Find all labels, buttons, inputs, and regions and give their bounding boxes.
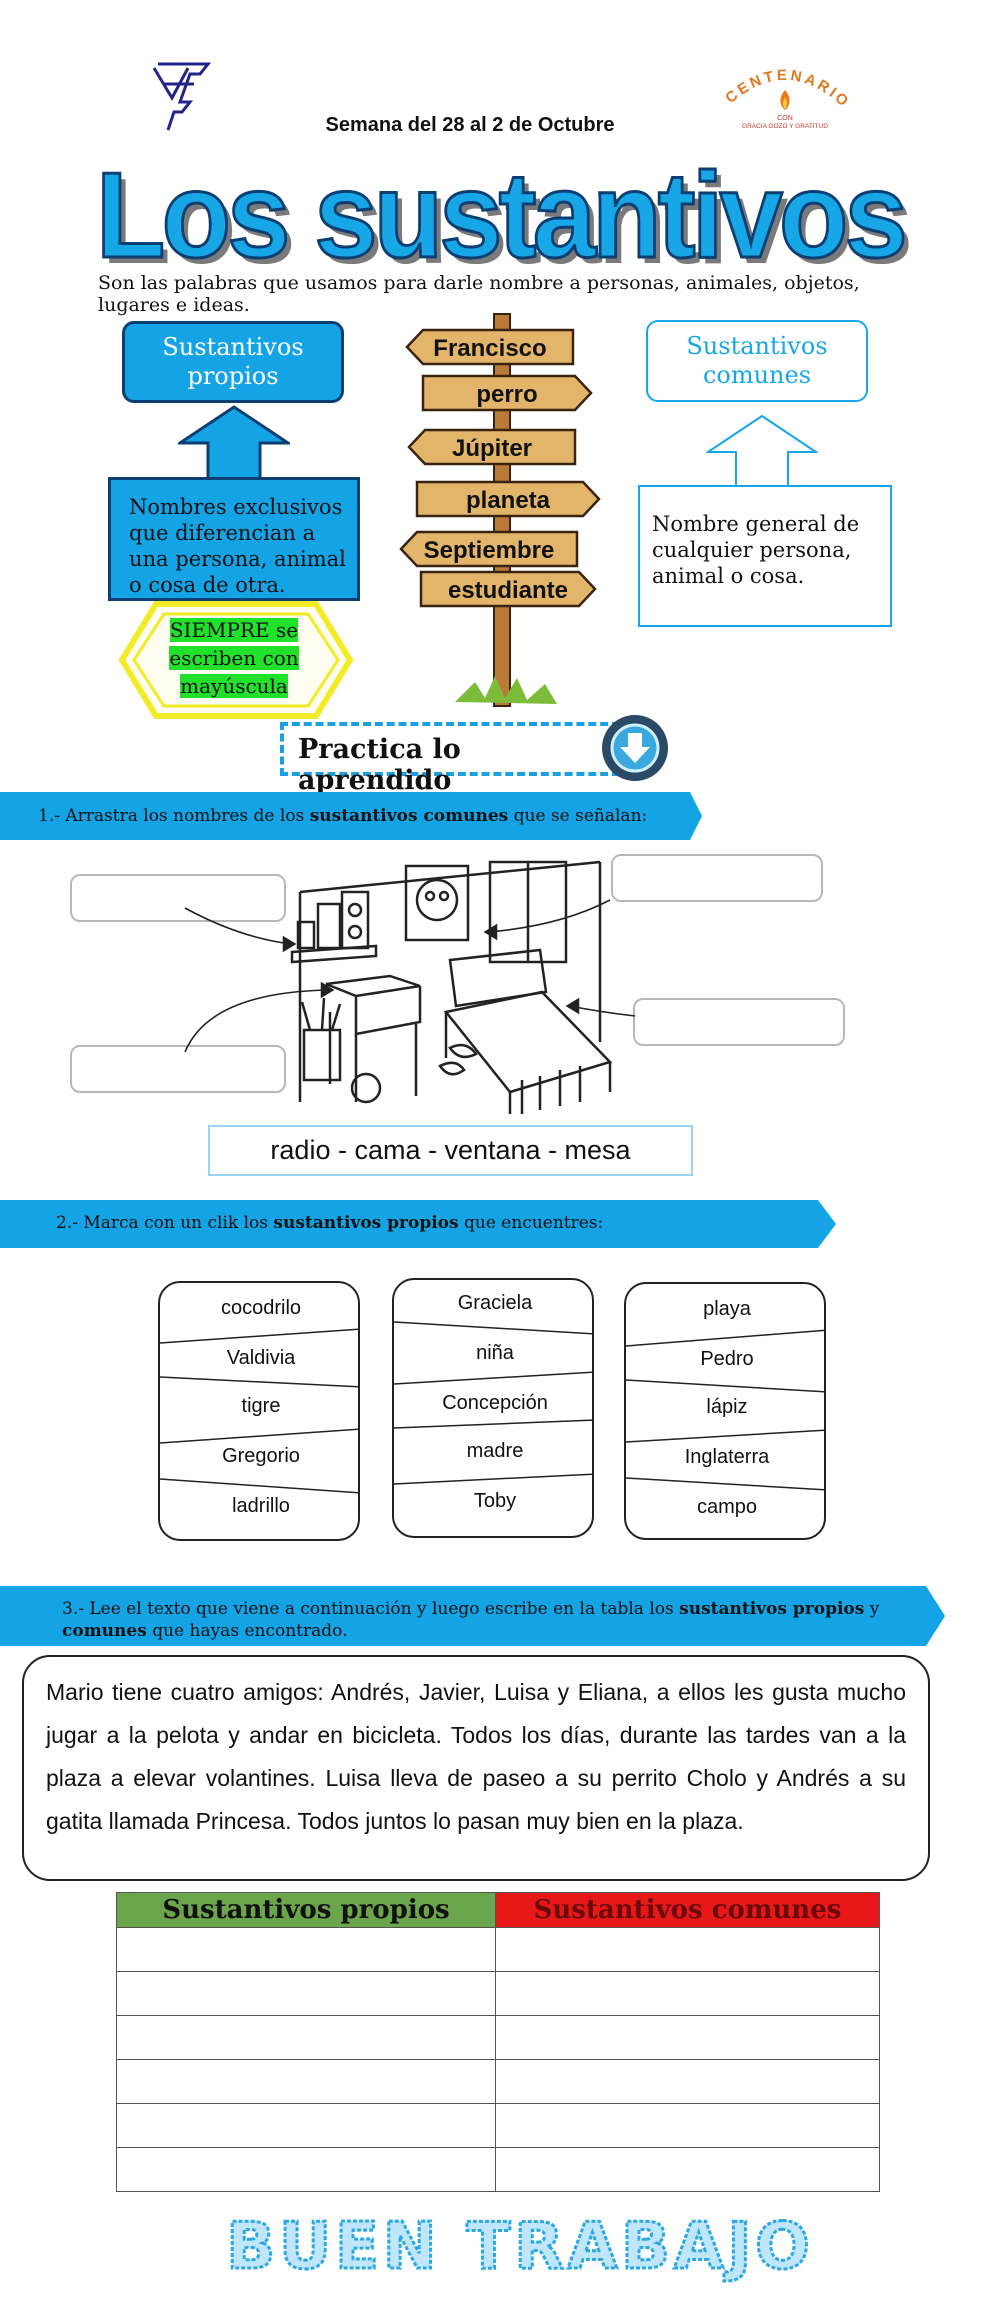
word-item[interactable]: tigre: [241, 1395, 281, 1417]
drop-box-bed[interactable]: [633, 998, 845, 1046]
word-item[interactable]: madre: [466, 1440, 524, 1462]
signpost-word: estudiante: [448, 577, 568, 604]
word-item[interactable]: Valdivia: [226, 1347, 296, 1369]
common-nouns-header: Sustantivos comunes: [495, 1892, 880, 1928]
word-bank: radio - cama - ventana - mesa: [208, 1125, 693, 1176]
up-arrow-icon: [178, 405, 290, 481]
signpost-board: [407, 428, 577, 466]
word-item[interactable]: Pedro: [700, 1348, 754, 1370]
word-item[interactable]: Inglaterra: [684, 1446, 770, 1468]
definition-text: Son las palabras que usamos para darle n…: [98, 272, 860, 316]
proper-noun-cell[interactable]: [116, 2103, 496, 2148]
word-column-1: cocodrilo Valdivia tigre Gregorio ladril…: [158, 1281, 360, 1541]
common-nouns-box: Sustantivos comunes: [646, 320, 868, 402]
table-row: [116, 2103, 880, 2148]
up-arrow-outline-icon: [706, 414, 818, 489]
word-item[interactable]: cocodrilo: [220, 1297, 302, 1319]
word-item[interactable]: Concepción: [442, 1392, 548, 1414]
word-column-3: playa Pedro lápiz Inglaterra campo: [624, 1282, 826, 1540]
common-noun-cell[interactable]: [495, 1971, 880, 2016]
drop-box-window[interactable]: [611, 854, 823, 902]
table-row: [116, 2015, 880, 2060]
signpost-word: planeta: [466, 487, 551, 514]
signpost-board: [399, 530, 579, 568]
word-item[interactable]: niña: [476, 1342, 514, 1364]
word-item[interactable]: lápiz: [706, 1396, 748, 1418]
signpost-board: [405, 328, 575, 366]
word-item[interactable]: Graciela: [457, 1292, 533, 1314]
proper-nouns-box: Sustantivos propios: [122, 321, 344, 403]
signpost-board: [415, 480, 601, 518]
table-row: [116, 1927, 880, 1972]
word-item[interactable]: ladrillo: [232, 1495, 290, 1517]
answer-table: Sustantivos propios Sustantivos comunes: [116, 1892, 880, 2192]
reading-passage: Mario tiene cuatro amigos: Andrés, Javie…: [22, 1655, 930, 1881]
word-item[interactable]: Gregorio: [222, 1445, 300, 1467]
arrow-down-circle-icon[interactable]: [600, 713, 670, 783]
exercise-1-banner: [0, 792, 702, 840]
proper-noun-cell[interactable]: [116, 1971, 496, 2016]
school-crest-icon: [152, 62, 212, 131]
exercise-3-instruction: 3.- Lee el texto que viene a continuació…: [62, 1599, 880, 1641]
word-item[interactable]: Toby: [473, 1490, 517, 1512]
signpost-word: Francisco: [433, 335, 546, 362]
proper-noun-cell[interactable]: [116, 1927, 496, 1972]
common-noun-cell[interactable]: [495, 2147, 880, 2192]
proper-noun-cell[interactable]: [116, 2147, 496, 2192]
common-noun-cell[interactable]: [495, 2015, 880, 2060]
exercise-3-banner: [0, 1586, 945, 1646]
exercise-2-instruction: 2.- Marca con un clik los sustantivos pr…: [56, 1213, 604, 1233]
exercise-2-banner: [0, 1200, 836, 1248]
signpost-board: [421, 374, 593, 412]
proper-noun-cell[interactable]: [116, 2015, 496, 2060]
svg-text:CON: CON: [777, 115, 793, 122]
common-noun-cell[interactable]: [495, 1927, 880, 1972]
word-item[interactable]: playa: [703, 1298, 751, 1320]
centenario-logo: CENTENARIO CON GRACIA GOZO Y GRATITUD: [722, 67, 850, 130]
exercise-1-instruction: 1.- Arrastra los nombres de los sustanti…: [38, 806, 648, 826]
signpost-board: [419, 570, 597, 608]
good-job-banner: ¡BUEN TRABAJO!: [230, 2209, 810, 2286]
drop-box-table[interactable]: [70, 1045, 286, 1093]
common-noun-cell[interactable]: [495, 2103, 880, 2148]
common-nouns-description: Nombre general de cualquier persona, ani…: [638, 485, 892, 627]
good-job-text: ¡BUEN TRABAJO!: [230, 2210, 810, 2284]
proper-nouns-header: Sustantivos propios: [116, 1892, 496, 1928]
drop-box-radio[interactable]: [70, 874, 286, 922]
table-row: [116, 2147, 880, 2192]
table-row: [116, 2059, 880, 2104]
always-capital-text: SIEMPRE se escriben con mayúscula: [169, 618, 299, 698]
signpost-word: perro: [476, 381, 537, 408]
word-column-2: Graciela niña Concepción madre Toby: [392, 1278, 594, 1538]
signpost-word: Septiembre: [424, 537, 555, 564]
week-label: Semana del 28 al 2 de Octubre: [325, 114, 615, 136]
table-row: [116, 1971, 880, 2016]
proper-nouns-description: Nombres exclusivos que diferencian a una…: [108, 477, 360, 601]
word-item[interactable]: campo: [696, 1496, 758, 1518]
common-noun-cell[interactable]: [495, 2059, 880, 2104]
page-title: Los sustantivos: [95, 147, 909, 283]
proper-noun-cell[interactable]: [116, 2059, 496, 2104]
svg-text:GRACIA GOZO Y GRATITUD: GRACIA GOZO Y GRATITUD: [742, 123, 828, 130]
signpost-word: Júpiter: [452, 435, 532, 462]
bedroom-illustration: [184, 860, 636, 1114]
practice-label: Practica lo aprendido: [280, 722, 620, 796]
